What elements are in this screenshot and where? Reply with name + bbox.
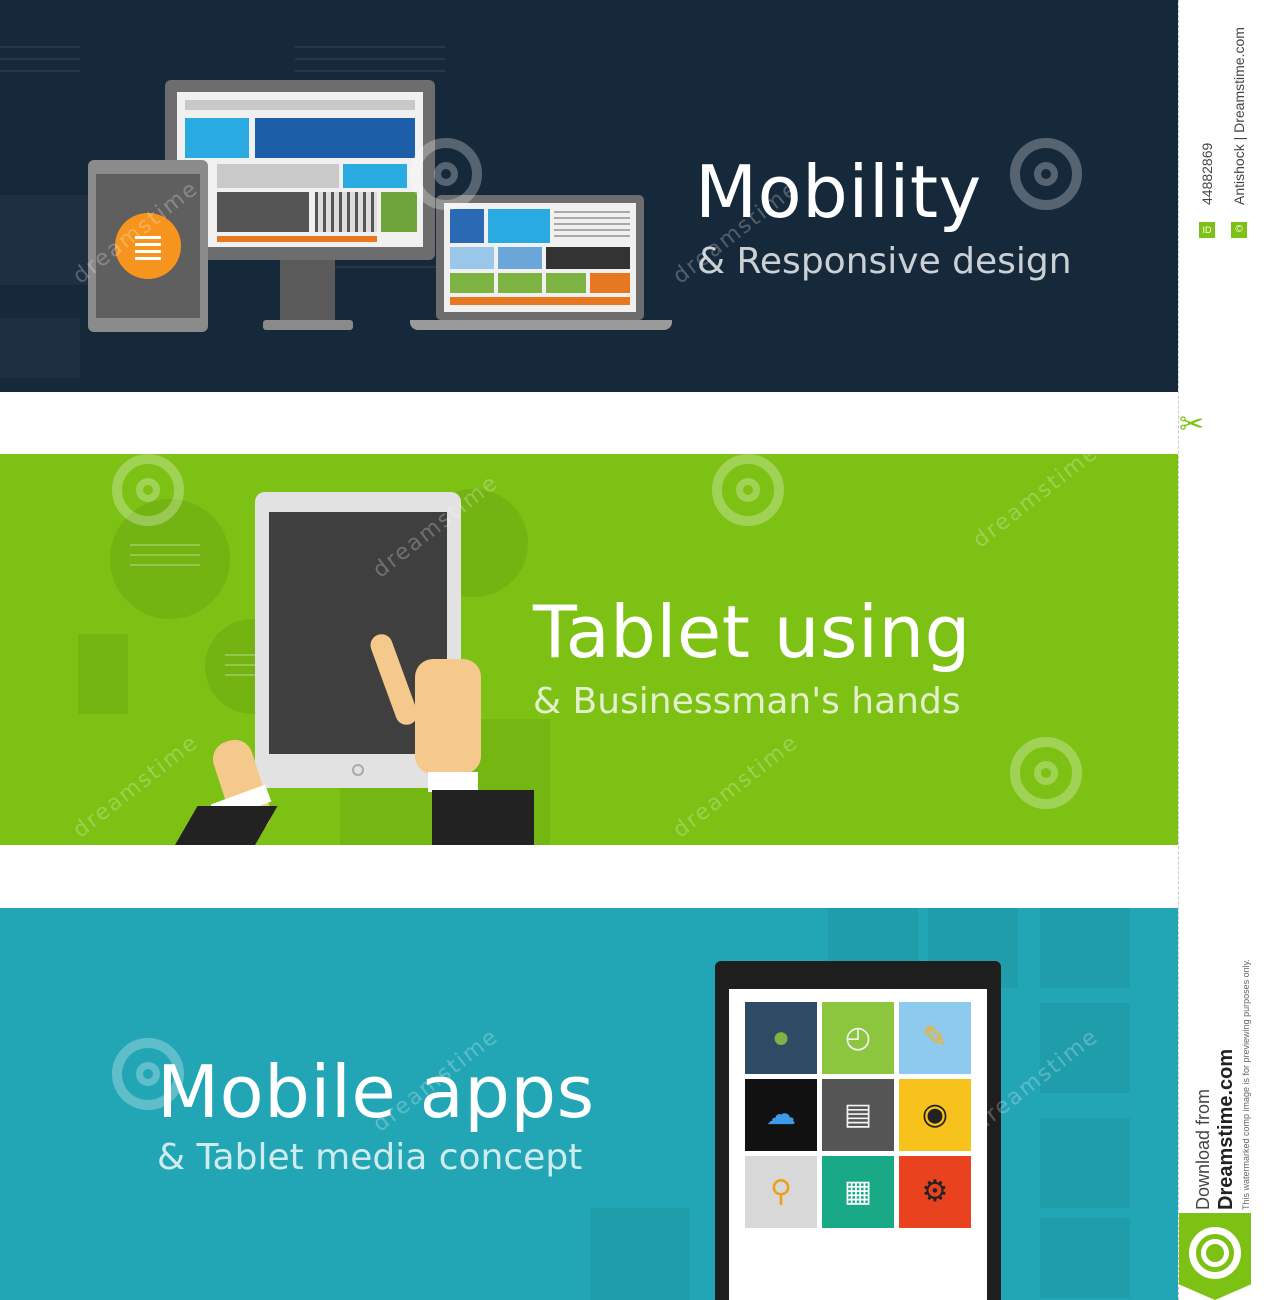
scissors-icon: ✂ <box>1179 408 1205 441</box>
tablet-using-subtitle: & Businessman's hands <box>533 681 961 722</box>
dreamstime-logo-icon <box>1179 1213 1251 1300</box>
mobile-apps-banner: ● ◴ ✎ ☁ ▤ ◉ ⚲ ▦ ⚙ Mobile apps & Tablet m… <box>0 908 1178 1300</box>
watermark-spiral-icon <box>712 454 784 526</box>
mobility-title: Mobility <box>695 150 982 234</box>
copyright-badge: © <box>1231 222 1247 238</box>
tablet-using-title: Tablet using <box>533 590 971 674</box>
gears-icon[interactable]: ⚙ <box>899 1156 971 1228</box>
cloud-icon[interactable]: ☁ <box>745 1079 817 1151</box>
desktop-monitor-illustration <box>165 80 435 260</box>
mobility-subtitle: & Responsive design <box>697 241 1072 282</box>
menu-icon <box>115 213 181 279</box>
mobile-apps-title: Mobile apps <box>157 1050 595 1134</box>
watermark-spiral-icon <box>1010 138 1082 210</box>
mobile-apps-subtitle: & Tablet media concept <box>157 1137 583 1178</box>
watermark-text: dreamstime <box>968 454 1104 554</box>
site-name: Dreamstime.com <box>1215 1048 1237 1210</box>
watermark-spiral-icon <box>112 1038 184 1110</box>
laptop-illustration <box>436 195 644 320</box>
tablet-using-banner: Tablet using & Businessman's hands dream… <box>0 454 1178 845</box>
clock-icon[interactable]: ◴ <box>822 1002 894 1074</box>
mobility-banner: Mobility & Responsive design dreamstime … <box>0 0 1178 392</box>
pencil-icon[interactable]: ✎ <box>899 1002 971 1074</box>
preview-notice: This watermarked comp image is for previ… <box>1241 959 1251 1210</box>
magnifier-icon[interactable]: ⚲ <box>745 1156 817 1228</box>
globe-icon[interactable]: ● <box>745 1002 817 1074</box>
watermark-spiral-icon <box>1010 737 1082 809</box>
camera-icon[interactable]: ◉ <box>899 1079 971 1151</box>
stock-sidebar: ID 44882869 © Antishock | Dreamstime.com… <box>1178 0 1267 1300</box>
id-badge: ID <box>1199 222 1215 238</box>
watermark-spiral-icon <box>410 138 482 210</box>
download-label: Download from <box>1193 1088 1213 1210</box>
watermark-text: dreamstime <box>68 729 204 844</box>
watermark-text: dreamstime <box>668 729 804 844</box>
notebook-icon[interactable]: ▦ <box>822 1156 894 1228</box>
image-credit: Antishock | Dreamstime.com <box>1231 27 1247 205</box>
book-icon[interactable]: ▤ <box>822 1079 894 1151</box>
tablet-illustration <box>88 160 208 332</box>
watermark-spiral-icon <box>112 454 184 526</box>
image-id: 44882869 <box>1199 142 1215 205</box>
